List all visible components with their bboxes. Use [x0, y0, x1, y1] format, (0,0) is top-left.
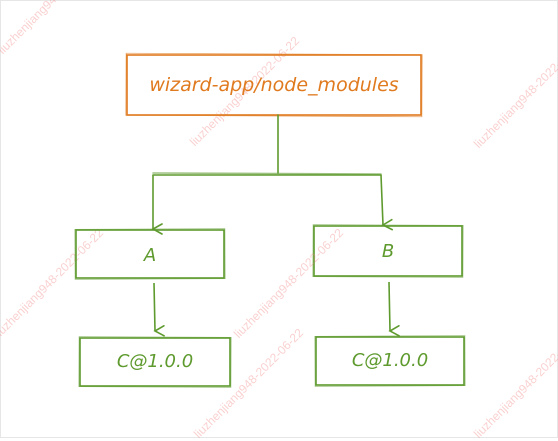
node-a: A [74, 228, 226, 280]
node-b: B [312, 224, 464, 278]
node-b-dependency: C@1.0.0 [314, 335, 466, 387]
node-a-dependency: C@1.0.0 [78, 336, 232, 388]
node-a-label: A [143, 245, 156, 266]
node-a-dependency-label: C@1.0.0 [117, 351, 193, 372]
arrow-to-b [380, 174, 393, 231]
connector-root-children [152, 114, 382, 176]
root-label: wizard-app/node_modules [149, 74, 398, 96]
node-root: wizard-app/node_modules [125, 52, 423, 118]
arrow-b-to-c [388, 281, 400, 337]
node-b-dependency-label: C@1.0.0 [352, 350, 428, 371]
node-b-label: B [382, 241, 394, 262]
arrow-a-to-c [153, 282, 165, 337]
